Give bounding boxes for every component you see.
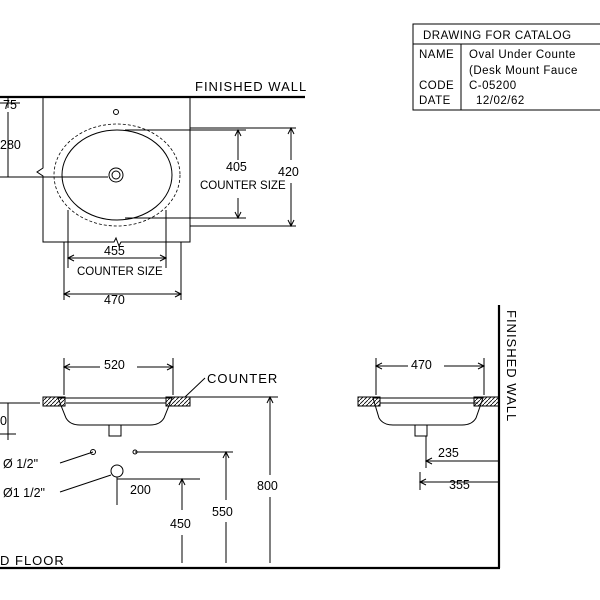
title-key-name: NAME (419, 49, 454, 61)
dim-left-cut-label: 0 (0, 414, 7, 428)
dim-800-label: 800 (257, 479, 278, 493)
side-drain-tail (414, 424, 428, 437)
dim-235-label: 235 (438, 446, 459, 460)
dim-470-side-label: 470 (411, 358, 432, 372)
title-value-name: Oval Under Counte (469, 49, 576, 61)
dim-355-label: 355 (449, 478, 470, 492)
plan-finished-wall-label: FINISHED WALL (195, 79, 307, 94)
counter-slab-left (42, 396, 66, 407)
side-view: FINISHED WALL 470 235 355 (357, 305, 519, 568)
floor-label: D FLOOR (0, 553, 65, 568)
dim-520-label: 520 (104, 358, 125, 372)
counter-size-right-label: COUNTER SIZE (200, 180, 286, 192)
dim-550-label: 550 (212, 505, 233, 519)
side-counter-slab-left (357, 396, 381, 407)
drain-outer (108, 167, 124, 183)
counter-size-bottom-label: COUNTER SIZE (77, 266, 163, 278)
dim-200-label: 200 (130, 483, 151, 497)
supply-point (90, 449, 96, 455)
side-basin-section (372, 397, 484, 426)
title-value-code: C-05200 (469, 80, 517, 92)
title-block-heading: DRAWING FOR CATALOG (423, 30, 572, 42)
basin-outer-dashed (53, 123, 181, 227)
dim-455-label: 455 (104, 244, 125, 258)
faucet-hole (113, 109, 119, 115)
dim-420-label: 420 (278, 165, 299, 179)
drain-point (110, 464, 124, 478)
counter-slab-right (165, 396, 191, 407)
drain-size-label: Ø1 1/2" (3, 486, 45, 500)
side-counter-slab-right (473, 396, 500, 407)
counter-outline (36, 97, 191, 248)
dim-450-label: 450 (170, 517, 191, 531)
dim-280-label: 280 (0, 138, 21, 152)
drain-inner (111, 170, 121, 180)
basin-front-section (57, 397, 173, 426)
dim-405-label: 405 (226, 160, 247, 174)
basin-inner (61, 129, 173, 221)
title-key-code: CODE (419, 80, 454, 92)
front-view: 520 COUNTER 0 Ø 1/2" Ø1 1/2" 200 450 (0, 358, 500, 570)
supply-size-label: Ø 1/2" (3, 457, 38, 471)
plan-view: FINISHED WALL 75 280 405 COUNTER SIZE (0, 79, 307, 307)
title-value-date: 12/02/62 (476, 95, 525, 107)
title-value-name-2: (Desk Mount Fauce (469, 65, 578, 77)
drain-tail (108, 424, 122, 437)
dim-75-label: 75 (3, 98, 17, 112)
title-key-date: DATE (419, 95, 451, 107)
title-block: DRAWING FOR CATALOG NAME Oval Under Coun… (412, 23, 600, 111)
counter-label: COUNTER (207, 371, 278, 386)
side-finished-wall-label: FINISHED WALL (504, 310, 519, 422)
dim-470-plan-label: 470 (104, 293, 125, 307)
